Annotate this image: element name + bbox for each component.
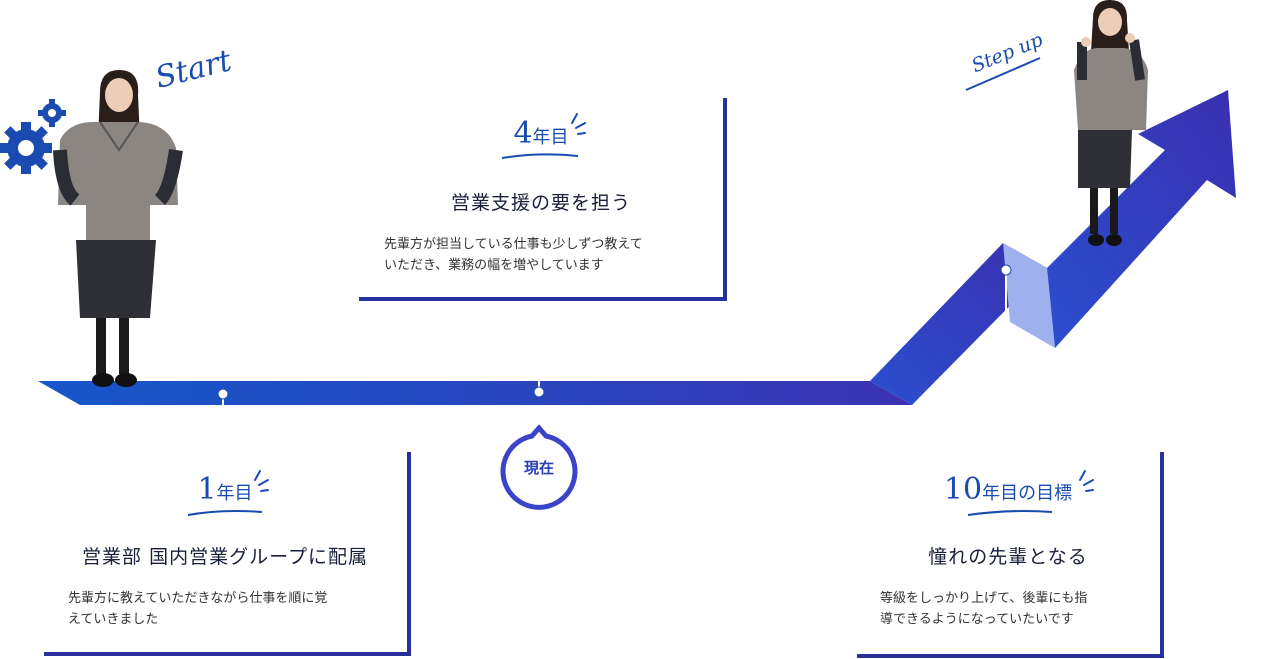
card-3-desc-line2: 導できるようになっていたいです [880,612,1074,627]
card-3-year-unit: 年目の目標 [982,483,1073,504]
card-year-1: 1年目 営業部 国内営業グループに配属 先輩方に教えていただきながら仕事を順に覚… [44,462,406,650]
card-2-desc-line1: 先輩方が担当している仕事も少しずつ教えて [384,237,643,252]
card-2-desc-line2: いただき、業務の幅を増やしています [384,258,604,273]
timeline-fold [1003,243,1055,348]
card-2-year-unit: 年目 [532,127,569,148]
now-badge: 現在 [500,428,578,506]
card-3-desc: 等級をしっかり上げて、後輩にも指 導できるようになっていたいです [880,588,1155,630]
card-year-10: 10年目の目標 憧れの先輩となる 等級をしっかり上げて、後輩にも指 導できるよう… [857,462,1159,652]
person-illustration-start [53,70,183,387]
timeline-track [38,381,912,405]
card-2-year-num: 4 [513,116,533,151]
card-3-title: 憧れの先輩となる [928,546,1088,568]
timeline-dot-1 [217,388,229,400]
now-label: 現在 [523,459,554,477]
card-1-year-num: 1 [197,472,217,507]
card-1-year-unit: 年目 [216,483,253,504]
timeline-rise-2 [1047,90,1236,348]
card-2-year: 4年目 [359,116,723,151]
gear-icon-large [0,122,52,174]
card-2-desc: 先輩方が担当している仕事も少しずつ教えて いただき、業務の幅を増やしています [384,234,714,276]
gear-icon-small [38,99,66,127]
card-3-year: 10年目の目標 [857,472,1159,507]
card-1-desc: 先輩方に教えていただきながら仕事を順に覚 えていきました [68,588,398,630]
now-badge-ring [500,424,578,510]
card-3-desc-line1: 等級をしっかり上げて、後輩にも指 [880,591,1088,606]
card-2-title: 営業支援の要を担う [450,192,631,214]
timeline-rise-1 [870,243,1047,405]
person-illustration-stepup [1074,0,1148,246]
card-year-4: 4年目 営業支援の要を担う 先輩方が担当している仕事も少しずつ教えて いただき、… [359,100,723,296]
timeline-dot-2 [533,386,545,398]
card-1-desc-line2: えていきました [68,612,159,627]
card-1-title: 営業部 国内営業グループに配属 [82,546,368,568]
timeline-dot-3 [1000,264,1012,276]
card-3-year-num: 10 [943,472,983,507]
card-1-border [44,452,411,656]
card-2-border [359,98,727,301]
card-3-border [857,452,1164,658]
card-1-desc-line1: 先輩方に教えていただきながら仕事を順に覚 [68,591,328,606]
card-1-year: 1年目 [44,472,406,507]
